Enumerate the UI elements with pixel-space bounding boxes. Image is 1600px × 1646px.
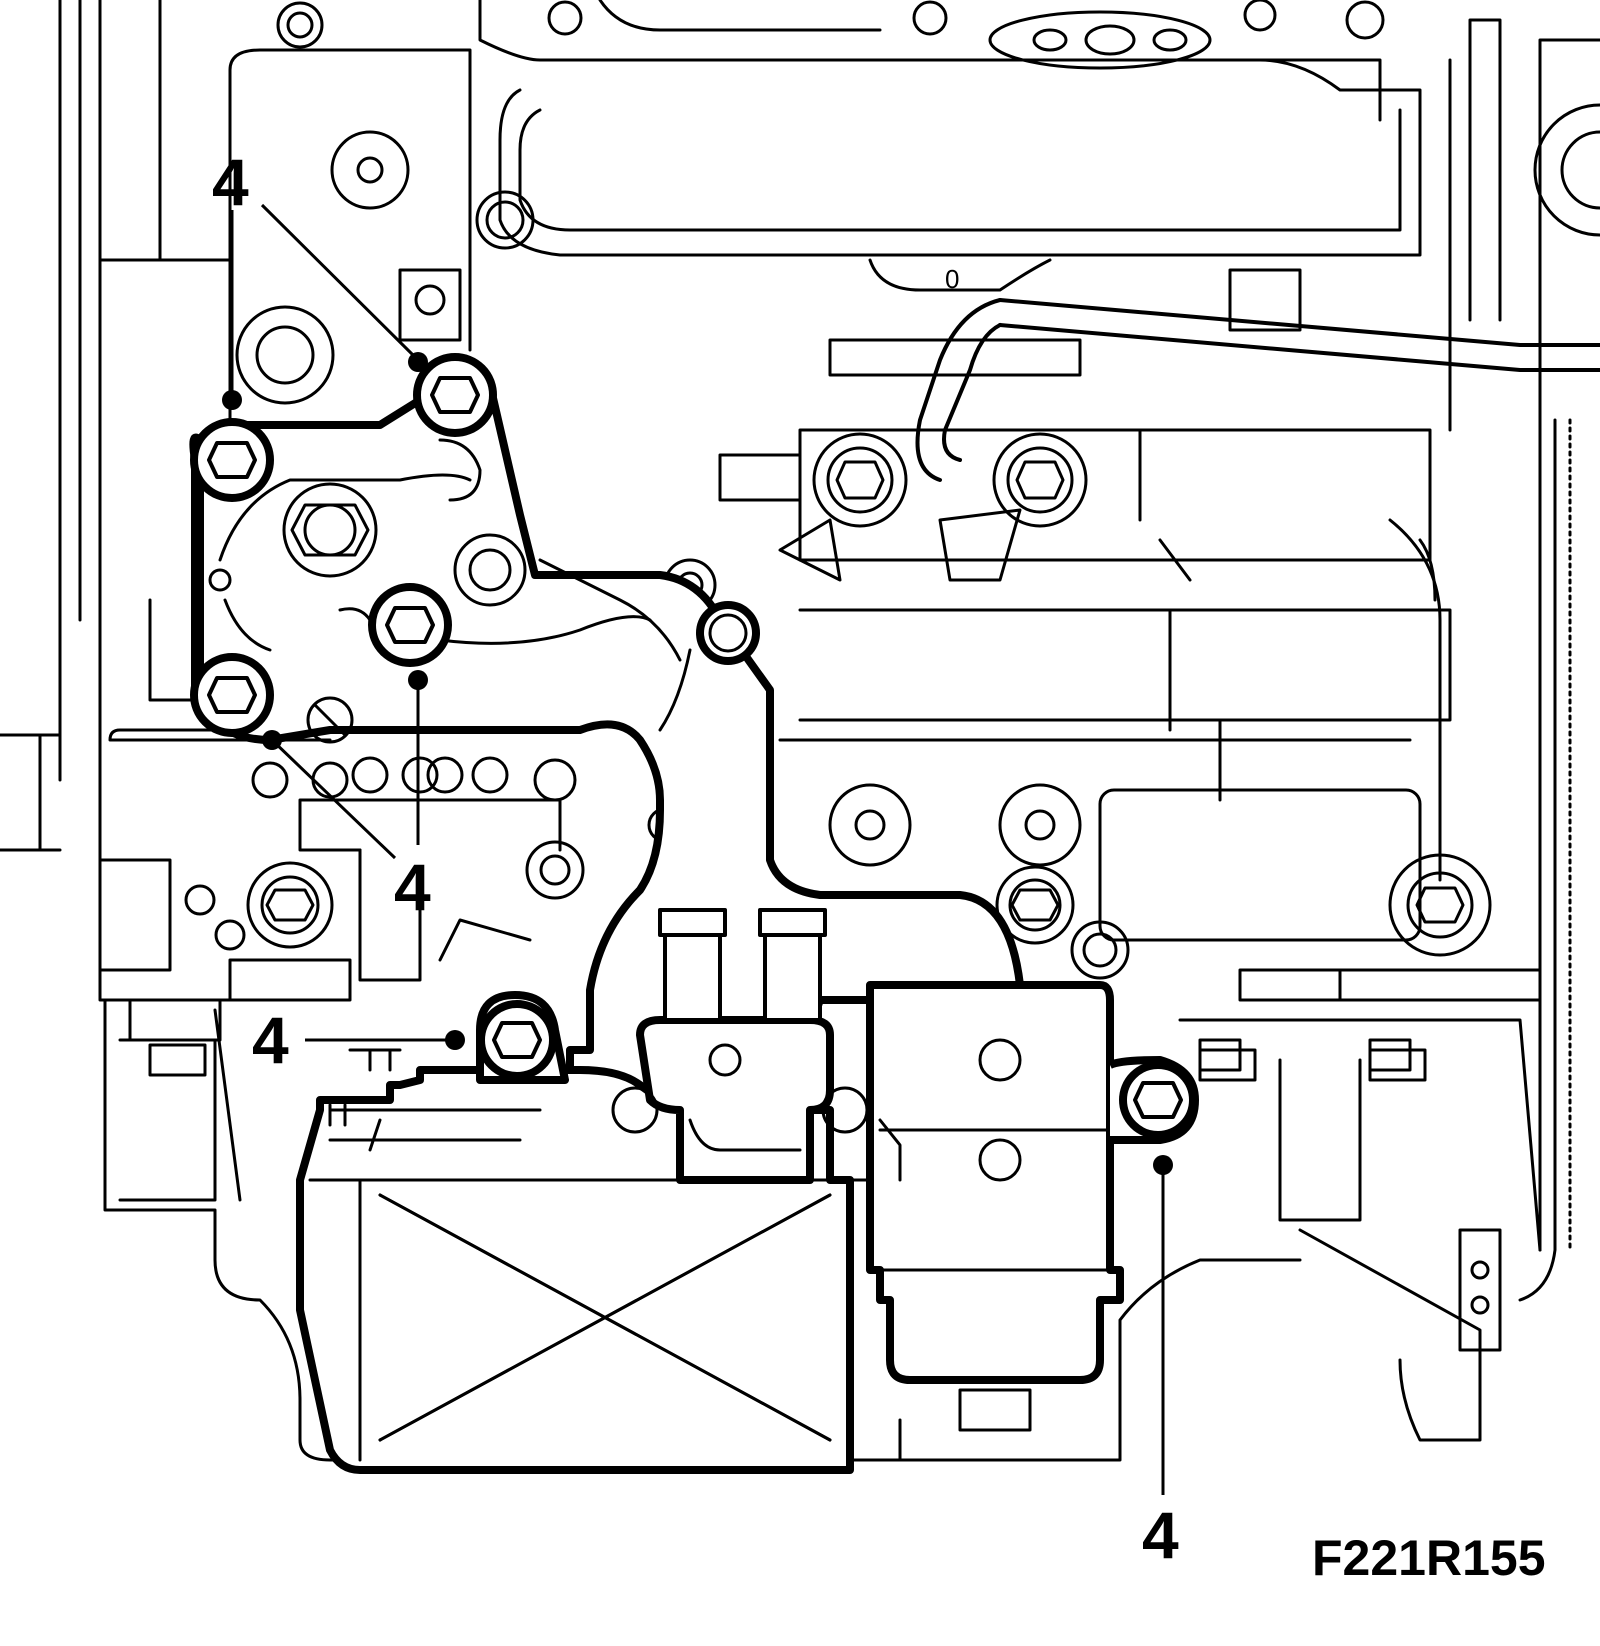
bolt-pan-left xyxy=(476,991,569,1084)
callout-label-bottom-right: 4 xyxy=(1142,1498,1179,1572)
bolt-left-upper xyxy=(190,418,274,502)
bolt-left-lower xyxy=(190,653,274,737)
bolt-top-right xyxy=(413,353,497,437)
callout-label-left-lower: 4 xyxy=(252,1003,289,1077)
svg-text:0: 0 xyxy=(945,264,959,294)
bolt-filter-right xyxy=(1108,1056,1199,1144)
callout-label-top-left: 4 xyxy=(212,145,249,219)
bolt-elbow xyxy=(696,601,760,665)
callout-label-center: 4 xyxy=(394,850,431,924)
oil-filter xyxy=(866,981,1124,1384)
callout-4-left-lower: 4 xyxy=(252,1003,465,1077)
callout-4-top-left: 4 xyxy=(212,145,428,410)
callout-4-center: 4 xyxy=(262,670,431,924)
bolt-center xyxy=(368,583,452,667)
callout-4-bottom-right: 4 xyxy=(1142,1155,1179,1572)
figure-id-label: F221R155 xyxy=(1312,1530,1546,1586)
pcv-valve xyxy=(611,908,869,1184)
